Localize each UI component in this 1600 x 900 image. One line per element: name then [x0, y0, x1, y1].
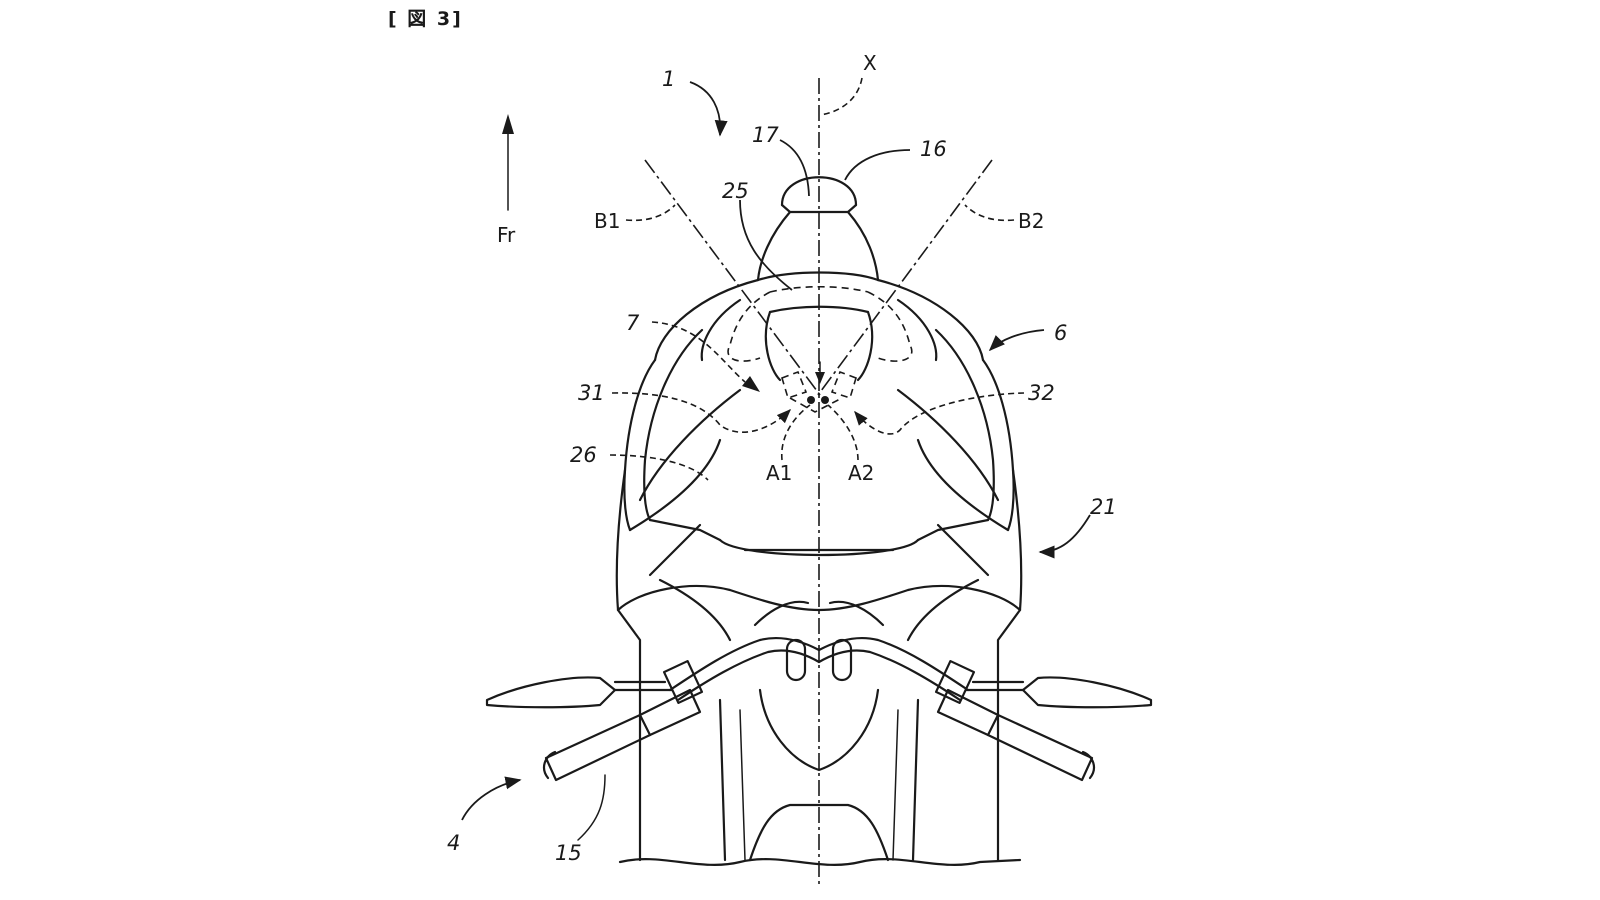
- label-fr: Fr: [497, 223, 516, 247]
- label-1: 1: [662, 67, 675, 91]
- point-a1: [807, 396, 815, 404]
- front-fork: [718, 688, 920, 862]
- label-7: 7: [626, 311, 640, 335]
- leader-lines: [461, 77, 1091, 841]
- label-4: 4: [447, 831, 460, 855]
- break-line: [618, 858, 1022, 866]
- label-b2: B2: [1018, 209, 1044, 233]
- inner-panel: [764, 305, 874, 382]
- front-body-shell: [623, 328, 1015, 542]
- label-a2: A2: [848, 461, 874, 485]
- right-grip: [934, 659, 1153, 782]
- label-26: 26: [570, 443, 597, 467]
- label-25: 25: [722, 179, 749, 203]
- label-17: 17: [752, 123, 779, 147]
- sensor-units: [781, 361, 857, 413]
- label-x: X: [863, 51, 877, 75]
- label-16: 16: [920, 137, 947, 161]
- point-a2: [821, 396, 829, 404]
- reference-labels: 1 X Fr 17 16 25 B1 B2 6 7 31 32 A1 A2 26…: [447, 51, 1117, 865]
- figure-title: [ 図 3]: [388, 8, 463, 30]
- side-panel: [628, 388, 1010, 532]
- label-a1: A1: [766, 461, 792, 485]
- label-32: 32: [1028, 381, 1055, 405]
- front-direction-arrow: [502, 114, 514, 211]
- label-b1: B1: [594, 209, 620, 233]
- label-6: 6: [1054, 321, 1067, 345]
- upper-cowl: [653, 271, 985, 362]
- label-31: 31: [578, 381, 605, 405]
- label-21: 21: [1090, 495, 1117, 519]
- line-b2: [817, 159, 993, 396]
- lower-center-panel: [648, 523, 990, 577]
- headlamp: [756, 176, 880, 282]
- left-grip: [485, 659, 704, 782]
- label-15: 15: [555, 841, 582, 865]
- line-b1: [644, 159, 821, 396]
- outer-body: [615, 468, 1023, 862]
